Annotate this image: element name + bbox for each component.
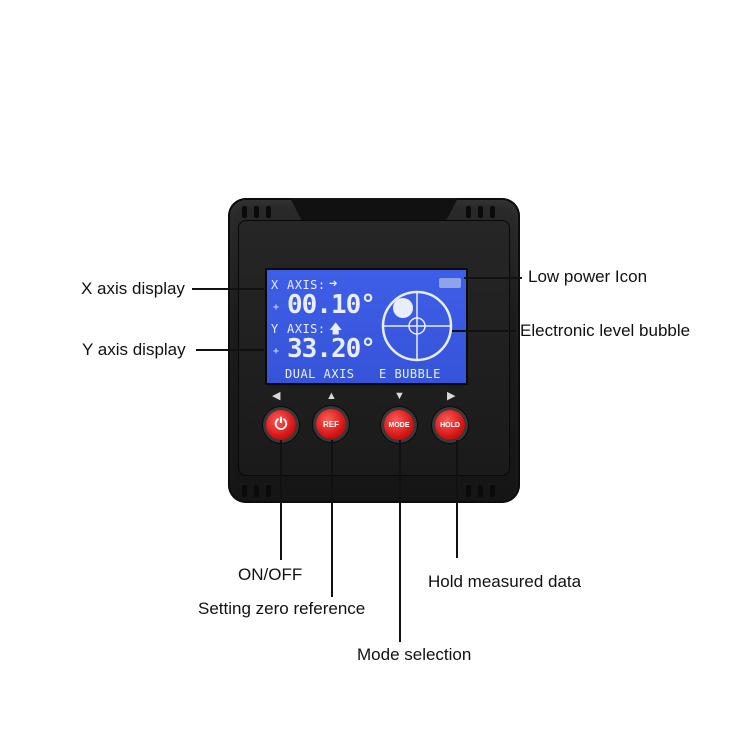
lcd-y-label: AXIS: — [287, 322, 326, 336]
lcd-footer-left: DUAL AXIS — [285, 367, 355, 381]
lcd-x-sign: + — [273, 302, 280, 313]
lcd-x-value: 00.10° — [287, 290, 376, 320]
power-button[interactable]: ⏻ — [266, 410, 296, 440]
lcd-screen: X AXIS: ➜ + 00.10° Y AXIS: 🡅 + 33.20° DU… — [265, 268, 468, 385]
lcd-x-label: AXIS: — [287, 278, 326, 292]
up-arrow-icon: 🡅 — [329, 322, 343, 337]
hold-leader-line — [456, 440, 458, 558]
grip-ridge — [466, 485, 471, 497]
down-arrow-icon: ▼ — [394, 390, 405, 402]
mode-button[interactable]: MODE — [384, 410, 414, 440]
right-arrow-icon: ▶ — [447, 390, 456, 402]
grip-ridge — [478, 485, 483, 497]
electronic-bubble-label: Electronic level bubble — [520, 321, 691, 340]
up-arrow-icon: ▲ — [326, 390, 337, 402]
lcd-y-prefix: Y — [271, 322, 279, 336]
x-axis-leader-line — [192, 288, 264, 290]
lcd-y-sign: + — [273, 346, 280, 357]
ref-button[interactable]: REF — [316, 409, 346, 439]
zero-reference-label: Setting zero reference — [198, 599, 366, 618]
bubble-leader-line — [452, 330, 516, 332]
x-axis-display-label: X axis display — [81, 279, 185, 298]
grip-ridge — [466, 206, 471, 218]
grip-ridge — [266, 206, 271, 218]
grip-ridge — [266, 485, 271, 497]
lcd-footer-right: E BUBBLE — [379, 367, 441, 381]
grip-ridge — [242, 485, 247, 497]
on-off-label: ON/OFF — [238, 565, 303, 584]
grip-ridge — [490, 485, 495, 497]
grip-ridge — [490, 206, 495, 218]
low-power-icon-label: Low power Icon — [528, 267, 648, 286]
mode-selection-label: Mode selection — [357, 645, 472, 664]
y-axis-display-label: Y axis display — [82, 340, 186, 359]
low-power-leader-line — [464, 277, 522, 279]
low-battery-icon — [439, 278, 461, 288]
zero-ref-leader-line — [331, 440, 333, 597]
left-arrow-icon: ◀ — [272, 390, 281, 402]
level-bubble-icon — [381, 290, 453, 362]
lcd-y-value: 33.20° — [287, 334, 376, 364]
right-arrow-icon: ➜ — [329, 276, 338, 292]
on-off-leader-line — [280, 440, 282, 560]
y-axis-leader-line — [196, 349, 264, 351]
hold-data-label: Hold measured data — [428, 572, 582, 591]
grip-ridge — [254, 485, 259, 497]
grip-ridge — [242, 206, 247, 218]
grip-ridge — [478, 206, 483, 218]
grip-ridge — [254, 206, 259, 218]
lcd-x-prefix: X — [271, 278, 279, 292]
hold-button[interactable]: HOLD — [435, 410, 465, 440]
mode-leader-line — [399, 440, 401, 642]
